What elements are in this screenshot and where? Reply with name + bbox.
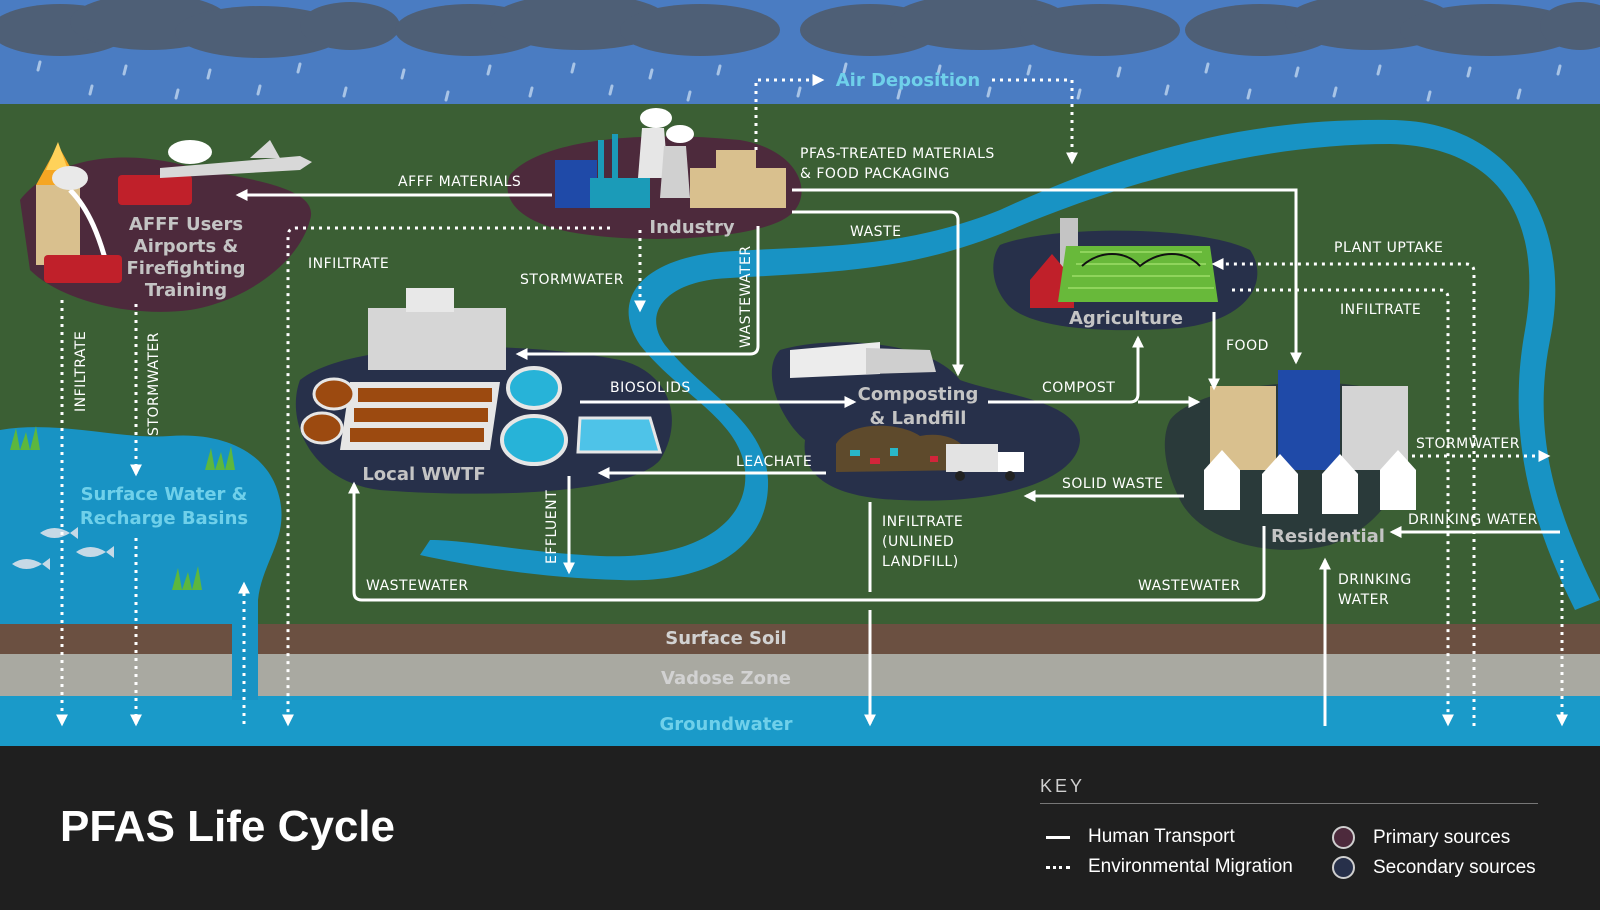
waste-label: WASTE [850,224,901,240]
flow-labels: AFFF MATERIALS PFAS-TREATED MATERIALS& F… [73,146,1538,608]
agriculture-label: Agriculture [1069,308,1183,329]
page-title: PFAS Life Cycle [60,802,396,851]
lake [0,427,282,624]
reeds [10,426,235,590]
agriculture-illustration [1030,218,1218,308]
compost-label: COMPOST [1042,380,1115,396]
industry-illustration [555,108,786,208]
arrow-plant-uptake [1211,258,1476,726]
composting-label: Composting& Landfill [858,384,979,429]
wastewater-industry-label: WASTEWATER [738,245,754,348]
wastewater-right-label: WASTEWATER [1138,578,1241,594]
arrow-air-deposition-left [754,74,825,150]
solid-waste-label: SOLID WASTE [1062,476,1164,492]
groundwater-label: Groundwater [660,714,793,735]
wwtf-illustration [300,288,663,466]
key-label-secondary-sources: Secondary sources [1373,856,1536,878]
key-label-human-transport: Human Transport [1088,826,1235,847]
arrow-infiltrate-agri [1232,288,1454,727]
primary-source-circle-icon [1332,826,1355,849]
pfas-treated-label: PFAS-TREATED MATERIALS& FOOD PACKAGING [800,146,995,182]
rain [36,60,1562,102]
key-label-environmental-migration: Environmental Migration [1088,856,1293,877]
arrow-wastewater-loop [348,481,1266,602]
human-transport-arrows [235,188,1560,727]
key-item-environmental-migration: Environmental Migration [1046,856,1293,878]
key-title: KEY [1040,776,1538,804]
clouds [0,0,1600,58]
key-item-human-transport: Human Transport [1046,826,1235,848]
surface-soil-label: Surface Soil [665,628,786,649]
afff-illustration [36,140,312,283]
stormwater-left-label: STORMWATER [146,332,162,436]
leachate-label: LEACHATE [736,454,812,470]
vadose-zone-layer [0,654,1600,696]
river [420,119,1600,610]
footer: PFAS Life Cycle KEY Human Transport Envi… [0,746,1600,910]
infiltrate-industry-label: INFILTRATE [308,256,389,272]
arrow-air-deposition-right [992,78,1078,165]
local-wwtf-label: Local WWTF [362,464,485,485]
arrow-waste [792,210,964,377]
arrow-pfas-treated [792,188,1302,365]
environmental-migration-arrows [56,74,1568,727]
industry-label: Industry [649,217,734,238]
key-label-primary-sources: Primary sources [1373,826,1511,848]
drinking-water-right-label: DRINKING WATER [1408,512,1538,528]
groundwater-layer [0,696,1600,746]
afff-materials-label: AFFF MATERIALS [398,174,521,190]
solid-line-icon [1046,835,1070,839]
effluent-label: EFFLUENT [544,490,560,564]
fish [12,527,114,570]
infiltrate-left-label: INFILTRATE [73,331,89,412]
plant-uptake-label: PLANT UPTAKE [1334,240,1443,256]
key-item-primary-sources: Primary sources [1332,826,1510,849]
residential-label: Residential [1271,526,1385,547]
wastewater-left-label: WASTEWATER [366,578,469,594]
key-item-secondary-sources: Secondary sources [1332,856,1536,879]
surface-water-label: Surface Water &Recharge Basins [80,484,248,529]
stormwater-industry-label: STORMWATER [520,272,624,288]
composting-illustration [790,342,1024,481]
secondary-source-circle-icon [1332,856,1355,879]
key-legend: KEY Human Transport Environmental Migrat… [1040,776,1538,879]
arrow-compost [988,335,1144,404]
food-label: FOOD [1226,338,1269,354]
residential-illustration [1204,370,1416,514]
vadose-zone-label: Vadose Zone [661,668,791,689]
stormwater-res-label: STORMWATER [1416,436,1520,452]
infiltrate-agri-label: INFILTRATE [1340,302,1421,318]
air-deposition-label: Air Deposition [836,70,980,91]
surface-soil-layer [0,624,1600,654]
arrow-infiltrate-industry [282,226,610,727]
arrow-wastewater-industry [515,226,760,360]
biosolids-label: BIOSOLIDS [610,380,691,396]
dotted-line-icon [1046,865,1070,869]
